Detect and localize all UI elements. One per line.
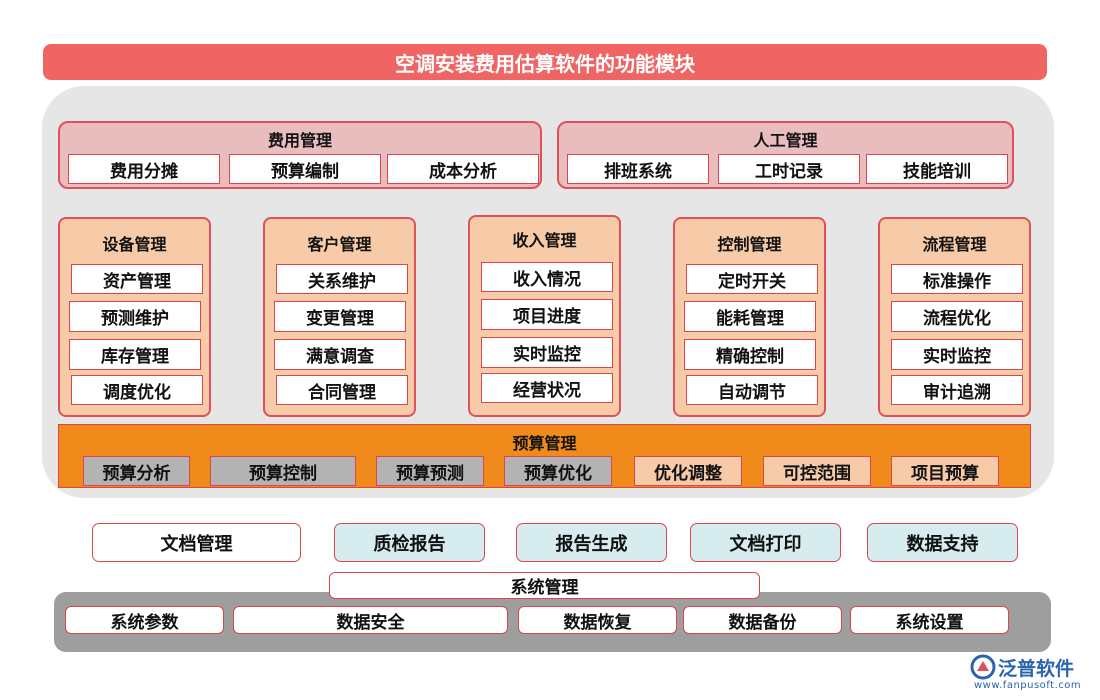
module-item: 调度优化 xyxy=(71,375,203,405)
equipment-module: 设备管理 资产管理 预测维护 库存管理 调度优化 xyxy=(58,217,211,417)
logo-url: www.fanpusoft.com xyxy=(974,680,1082,691)
budget-item: 可控范围 xyxy=(763,456,871,486)
module-item: 能耗管理 xyxy=(684,301,816,332)
labor-item-3: 技能培训 xyxy=(866,154,1008,184)
module-item: 合同管理 xyxy=(276,375,408,405)
budget-item: 预算分析 xyxy=(83,456,190,486)
module-item: 审计追溯 xyxy=(891,375,1023,405)
labor-item-2: 工时记录 xyxy=(718,154,860,184)
equipment-module-title: 设备管理 xyxy=(102,235,167,254)
control-module-title: 控制管理 xyxy=(717,235,782,254)
diagram-title: 空调安装费用估算软件的功能模块 xyxy=(43,44,1047,80)
budget-item: 项目预算 xyxy=(891,456,999,486)
doc-item: 文档管理 xyxy=(92,523,301,562)
doc-item: 数据支持 xyxy=(867,523,1018,562)
labor-item-1: 排班系统 xyxy=(567,154,709,184)
module-item: 变更管理 xyxy=(274,301,406,332)
customer-module-title: 客户管理 xyxy=(307,235,372,254)
module-item: 定时开关 xyxy=(686,264,818,294)
system-item: 数据安全 xyxy=(233,606,508,634)
logo-mark-icon xyxy=(970,654,996,680)
module-item: 收入情况 xyxy=(481,262,613,292)
budget-management-title: 预算管理 xyxy=(512,434,577,453)
fee-item-2: 预算编制 xyxy=(229,154,381,184)
control-module: 控制管理 定时开关 能耗管理 精确控制 自动调节 xyxy=(673,217,826,417)
doc-item: 报告生成 xyxy=(516,523,667,562)
doc-item: 质检报告 xyxy=(334,523,485,562)
system-management-panel: 系统参数 数据安全 数据恢复 数据备份 系统设置 xyxy=(54,592,1051,652)
budget-item: 优化调整 xyxy=(634,456,742,486)
module-item: 实时监控 xyxy=(481,337,613,368)
system-item: 系统设置 xyxy=(850,606,1009,634)
doc-item: 文档打印 xyxy=(690,523,841,562)
module-item: 实时监控 xyxy=(891,339,1023,370)
module-item: 库存管理 xyxy=(69,339,201,370)
fee-management-title: 费用管理 xyxy=(267,131,332,150)
income-module-title: 收入管理 xyxy=(512,231,577,250)
budget-item: 预算预测 xyxy=(376,456,484,486)
fee-item-1: 费用分摊 xyxy=(68,154,220,184)
customer-module: 客户管理 关系维护 变更管理 满意调查 合同管理 xyxy=(263,217,416,417)
budget-management-group: 预算管理 预算分析 预算控制 预算预测 预算优化 优化调整 可控范围 项目预算 xyxy=(58,424,1031,488)
labor-management-title: 人工管理 xyxy=(753,131,818,150)
module-item: 预测维护 xyxy=(69,301,201,332)
module-item: 关系维护 xyxy=(276,264,408,294)
fee-item-3: 成本分析 xyxy=(387,154,539,184)
module-item: 流程优化 xyxy=(891,301,1023,332)
module-item: 精确控制 xyxy=(684,339,816,370)
module-item: 标准操作 xyxy=(891,264,1023,294)
module-item: 经营状况 xyxy=(481,373,613,403)
module-item: 项目进度 xyxy=(481,299,613,330)
module-item: 满意调查 xyxy=(274,339,406,370)
system-management-title: 系统管理 xyxy=(329,572,760,599)
system-item: 数据备份 xyxy=(683,606,842,634)
brand-logo: 泛普软件 www.fanpusoft.com xyxy=(968,652,1093,698)
system-item: 系统参数 xyxy=(65,606,224,634)
labor-management-group: 人工管理 排班系统 工时记录 技能培训 xyxy=(557,121,1014,189)
module-item: 自动调节 xyxy=(686,375,818,405)
module-item: 资产管理 xyxy=(71,264,203,294)
system-item: 数据恢复 xyxy=(518,606,677,634)
income-module: 收入管理 收入情况 项目进度 实时监控 经营状况 xyxy=(468,215,621,417)
fee-management-group: 费用管理 费用分摊 预算编制 成本分析 xyxy=(58,121,542,189)
budget-item: 预算控制 xyxy=(210,456,356,486)
budget-item: 预算优化 xyxy=(504,456,612,486)
process-module-title: 流程管理 xyxy=(922,235,987,254)
logo-name: 泛普软件 xyxy=(998,658,1075,680)
process-module: 流程管理 标准操作 流程优化 实时监控 审计追溯 xyxy=(878,217,1031,417)
